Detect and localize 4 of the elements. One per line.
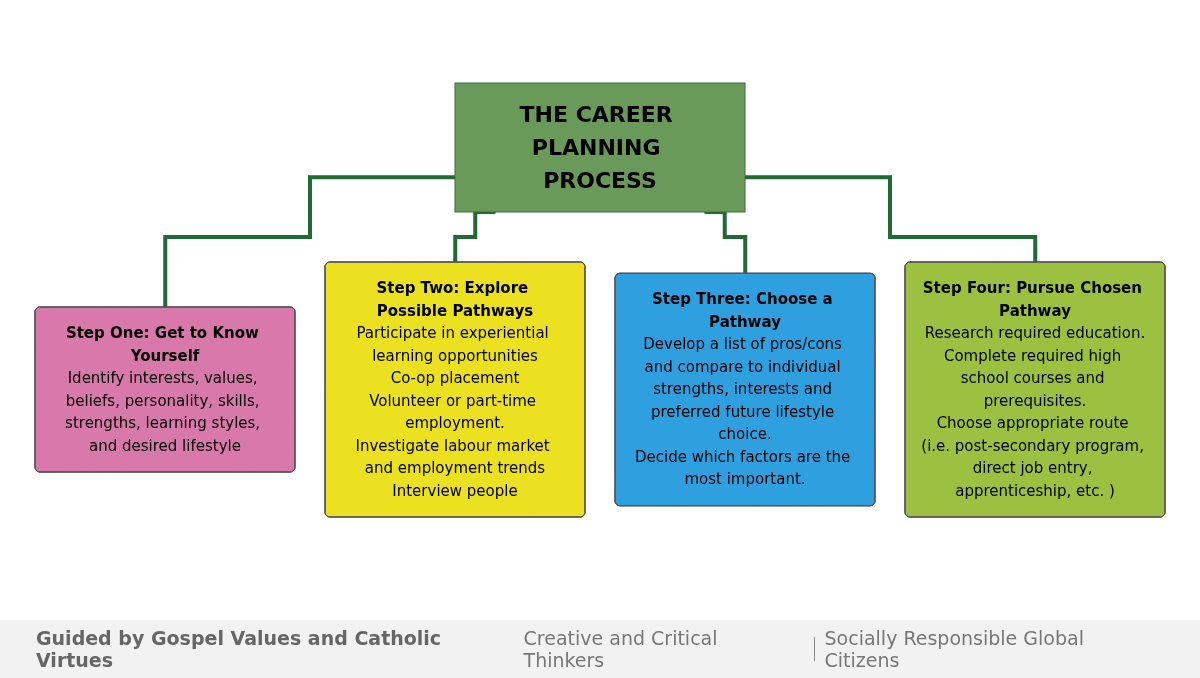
node-box: THE CAREER PLANNING PROCESS — [454, 82, 746, 213]
footer-text: Creative and Critical Thinkers — [523, 627, 719, 671]
footer-text: Guided by Gospel Values and Catholic Virtues — [36, 627, 443, 671]
footer-text: Socially Responsible Global Citizens — [824, 627, 1085, 671]
